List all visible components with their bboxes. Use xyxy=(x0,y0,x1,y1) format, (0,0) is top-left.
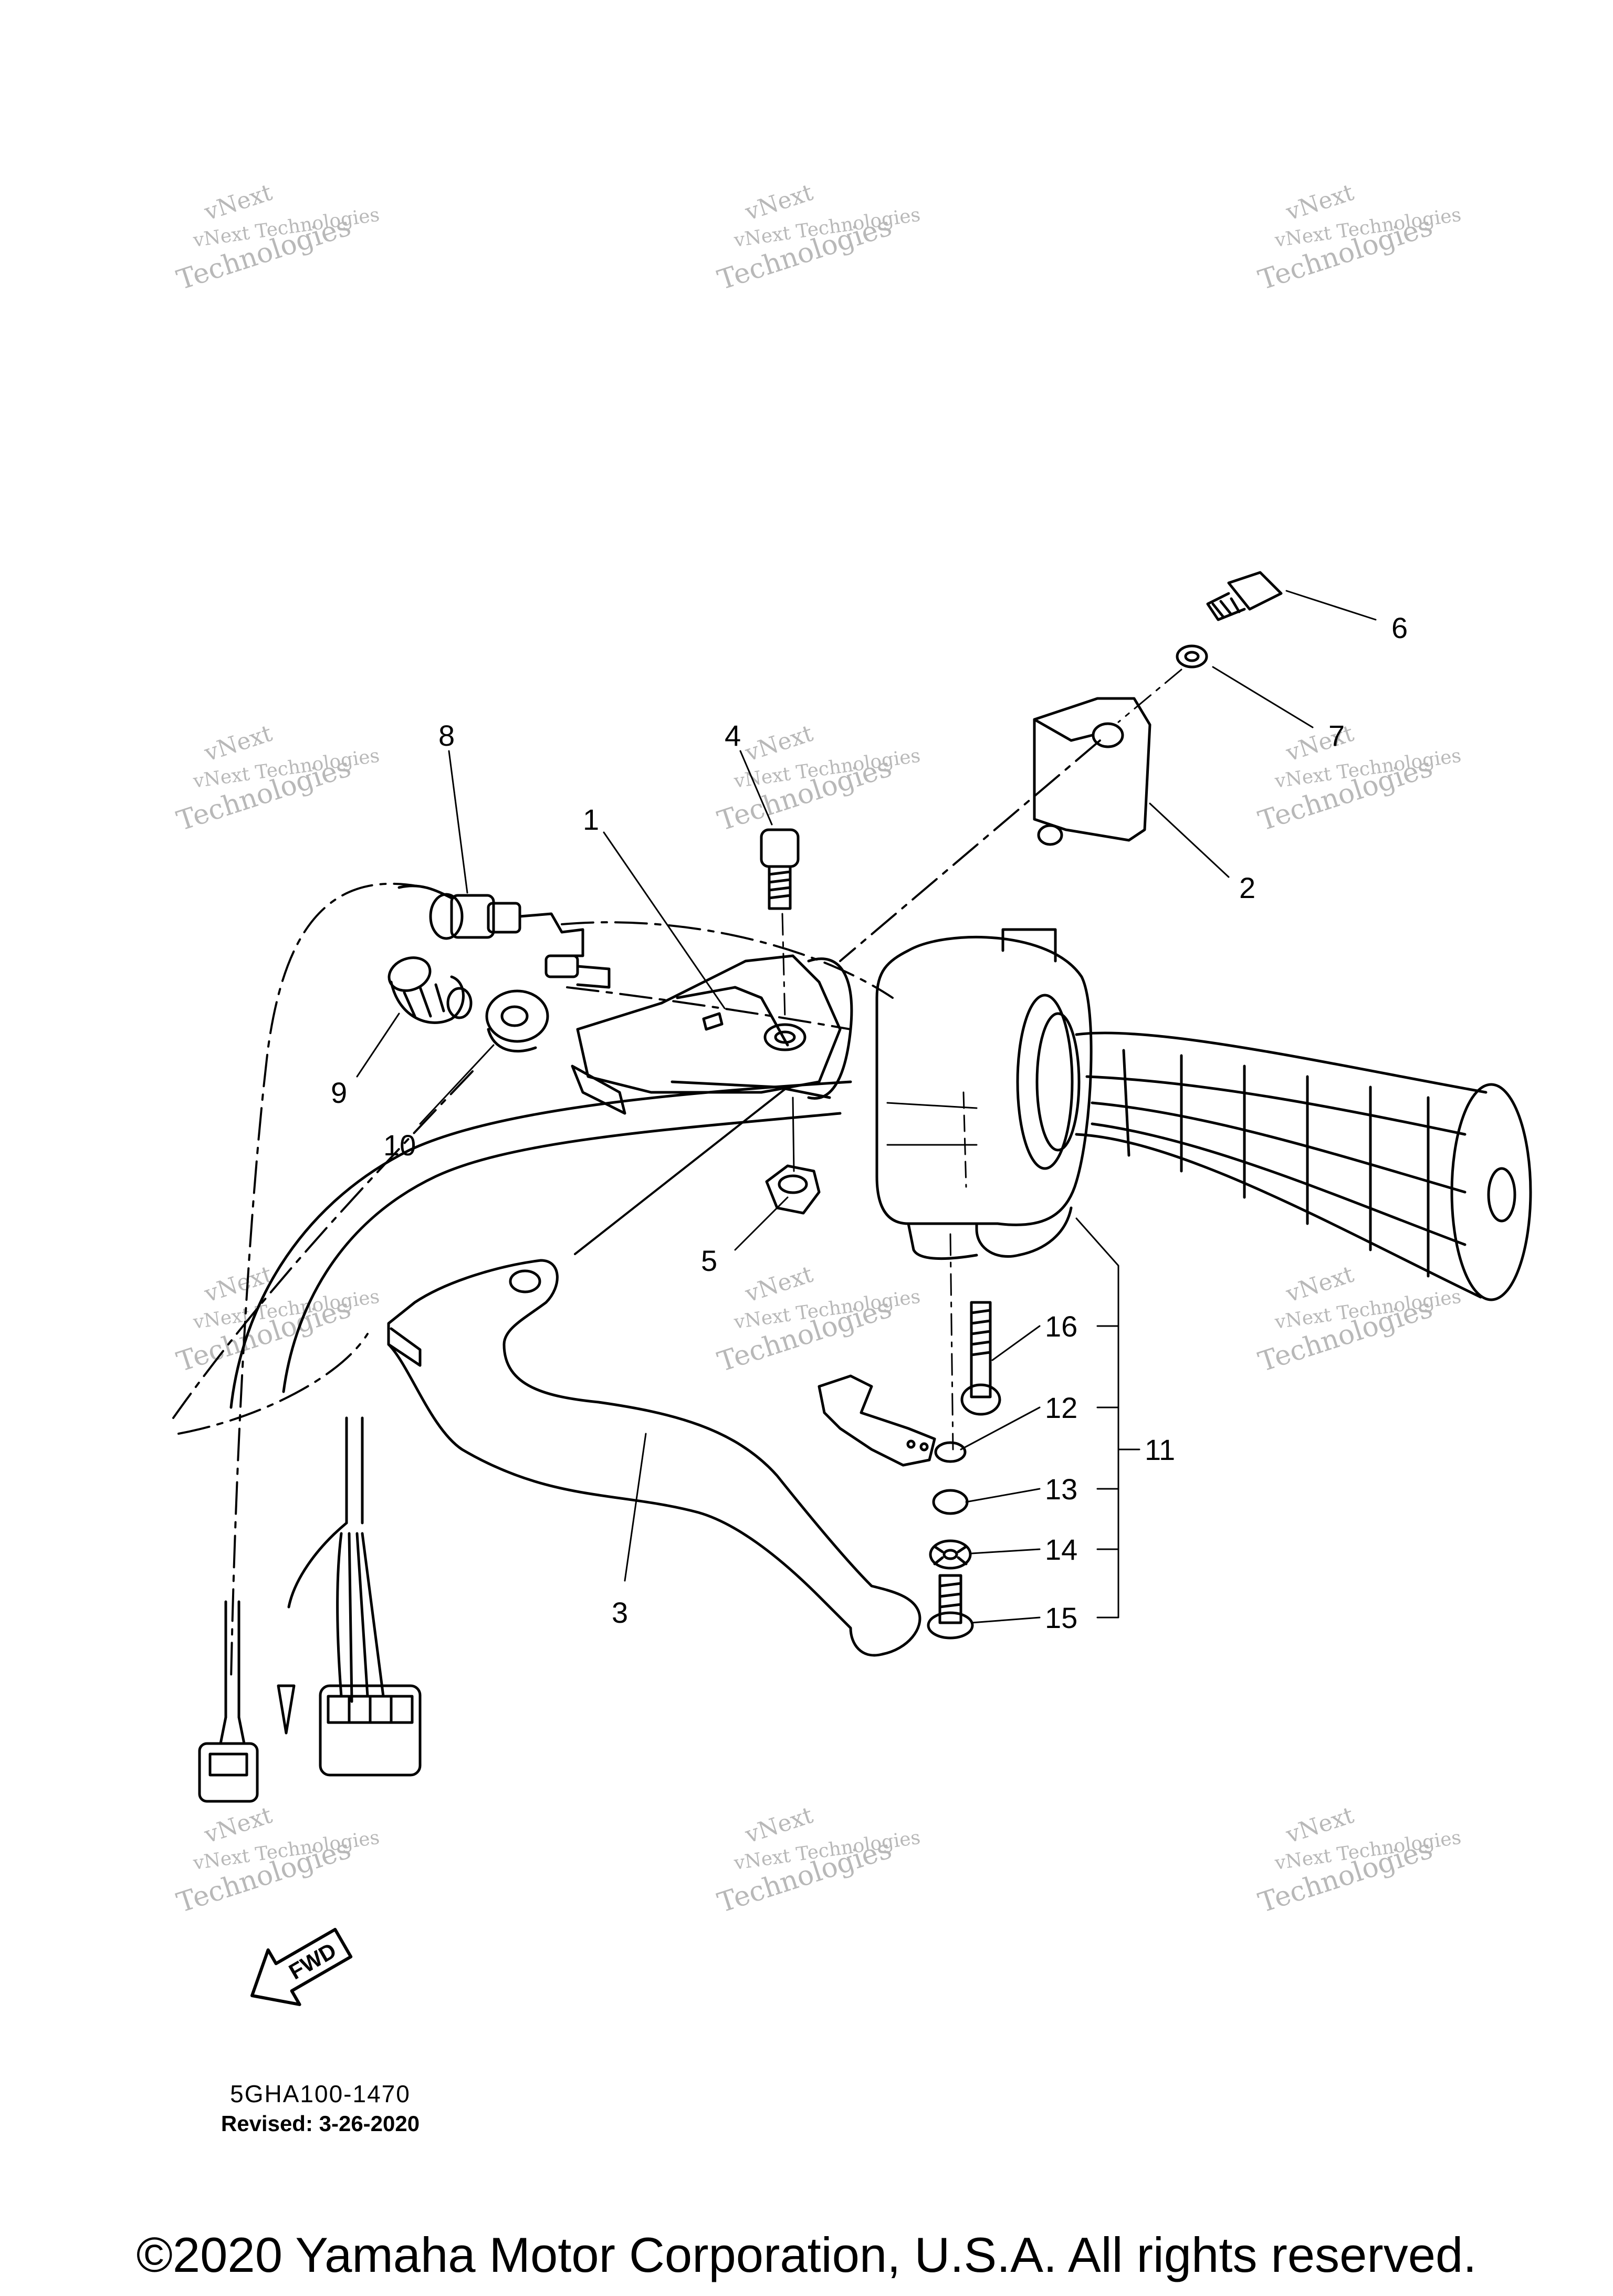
callout-11: 11 xyxy=(1145,1433,1175,1466)
watermark: vNext Technologies vNext Technologies xyxy=(173,720,381,838)
svg-text:vNext: vNext xyxy=(741,1802,816,1849)
watermark: vNext Technologies vNext Technologies xyxy=(714,720,922,838)
part-8-cable-adjuster xyxy=(397,884,611,989)
handlebar-centerline xyxy=(561,921,894,999)
cable-end-dash xyxy=(177,1333,369,1435)
part-9-adjuster-nut xyxy=(387,956,473,1024)
part-16-bolt xyxy=(949,1233,1001,1450)
part-6-screw xyxy=(1206,571,1283,621)
watermark-group: vNext Technologies vNext Technologies vN… xyxy=(173,179,1463,1919)
callout-5: 5 xyxy=(701,1244,717,1277)
callout-8: 8 xyxy=(438,719,455,752)
watermark: vNext Technologies vNext Technologies xyxy=(1255,720,1463,838)
svg-text:vNext: vNext xyxy=(741,179,816,226)
part-12-switch-plate xyxy=(818,1374,967,1467)
callout-1: 1 xyxy=(583,803,599,836)
svg-text:vNext: vNext xyxy=(741,720,816,767)
callout-16: 16 xyxy=(1045,1310,1077,1343)
watermark: vNext Technologies vNext Technologies xyxy=(714,179,922,297)
callout-15: 15 xyxy=(1045,1601,1077,1634)
diagram-part-code: 5GHA100-1470 xyxy=(230,2080,411,2107)
callout-labels: 1 2 3 4 5 6 7 8 9 10 11 12 13 14 15 16 xyxy=(331,611,1408,1634)
part-13-washer xyxy=(932,1489,969,1515)
watermark: vNext Technologies vNext Technologies xyxy=(1255,1261,1463,1379)
part-15-screw xyxy=(927,1574,974,1640)
watermark: vNext Technologies vNext Technologies xyxy=(1255,1802,1463,1919)
watermark: vNext Technologies vNext Technologies xyxy=(714,1261,922,1379)
part-3-lever xyxy=(387,1086,921,1657)
svg-text:vNext: vNext xyxy=(201,179,275,226)
svg-text:vNext: vNext xyxy=(1282,1261,1357,1308)
revision-date: Revised: 3-26-2020 xyxy=(221,2111,420,2136)
callout-12: 12 xyxy=(1045,1391,1077,1424)
throttle-cable xyxy=(230,882,426,1682)
callout-2: 2 xyxy=(1239,871,1255,904)
watermark: vNext Technologies vNext Technologies xyxy=(173,1261,381,1379)
switch-housing xyxy=(875,928,1093,1260)
callout-4: 4 xyxy=(725,719,741,752)
svg-text:vNext: vNext xyxy=(1282,1802,1357,1849)
part-10-locknut xyxy=(485,989,549,1052)
callout-6: 6 xyxy=(1391,611,1408,644)
handlebar-centerline-lower xyxy=(566,986,852,1030)
callout-14: 14 xyxy=(1045,1533,1077,1566)
part-4-pivot-bolt xyxy=(760,828,800,1020)
watermark: vNext Technologies vNext Technologies xyxy=(173,1802,381,1919)
callout-10: 10 xyxy=(383,1129,416,1162)
part-14-lock-washer xyxy=(929,1539,972,1570)
callout-9: 9 xyxy=(331,1076,347,1109)
watermark: vNext Technologies vNext Technologies xyxy=(173,179,381,297)
svg-text:vNext: vNext xyxy=(201,1802,275,1849)
callout-7: 7 xyxy=(1328,719,1345,752)
wiring-harness xyxy=(198,1416,422,1803)
handlebar-grip xyxy=(1075,1031,1532,1301)
watermark: vNext Technologies vNext Technologies xyxy=(714,1802,922,1919)
leader-lines xyxy=(356,590,1377,1624)
fwd-arrow: FWD xyxy=(250,1928,353,2006)
copyright-notice: ©2020 Yamaha Motor Corporation, U.S.A. A… xyxy=(136,2227,1477,2282)
part-2-holder-clamp xyxy=(839,697,1151,962)
callout-3: 3 xyxy=(612,1596,628,1629)
svg-text:vNext: vNext xyxy=(1282,720,1357,767)
svg-text:vNext: vNext xyxy=(1282,179,1357,226)
svg-text:vNext: vNext xyxy=(741,1261,816,1308)
throttle-cable-lower xyxy=(172,1070,474,1419)
part-1-lever-holder xyxy=(571,954,853,1115)
callout-13: 13 xyxy=(1045,1473,1077,1506)
part-7-washer xyxy=(1117,644,1208,723)
watermark: vNext Technologies vNext Technologies xyxy=(1255,179,1463,297)
svg-text:vNext: vNext xyxy=(201,720,275,767)
